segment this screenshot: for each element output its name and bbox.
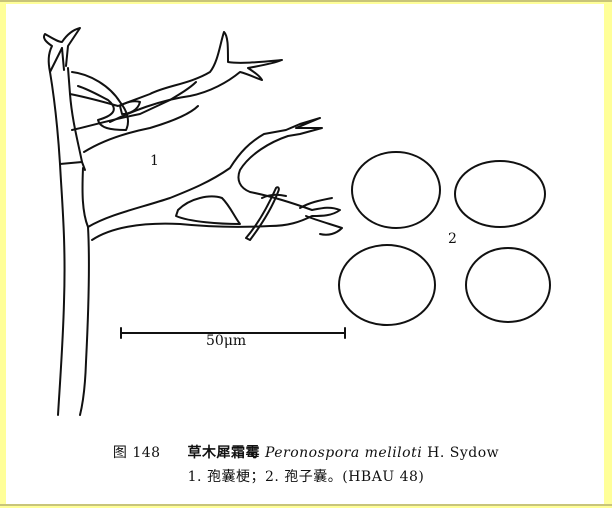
species-authority: H. Sydow [427, 445, 500, 461]
latin-species-name: Peronospora meliloti [264, 445, 423, 461]
sporangiophore-drawing [42, 27, 343, 416]
figure-number: 图 148 [112, 445, 161, 461]
label-sporangia: 2 [448, 231, 457, 247]
sporangia-drawing [338, 151, 551, 326]
scale-bar-label: 50μm [206, 333, 247, 349]
chinese-species-name: 草木犀霜霉 [187, 445, 260, 461]
scale-bar [120, 327, 346, 339]
figure-caption-legend: 1. 孢囊梗；2. 孢子囊。(HBAU 48) [187, 469, 425, 485]
label-sporangiophore: 1 [150, 153, 159, 169]
figure-caption-title: 图 148 草木犀霜霉 Peronospora meliloti H. Sydo… [0, 442, 612, 462]
